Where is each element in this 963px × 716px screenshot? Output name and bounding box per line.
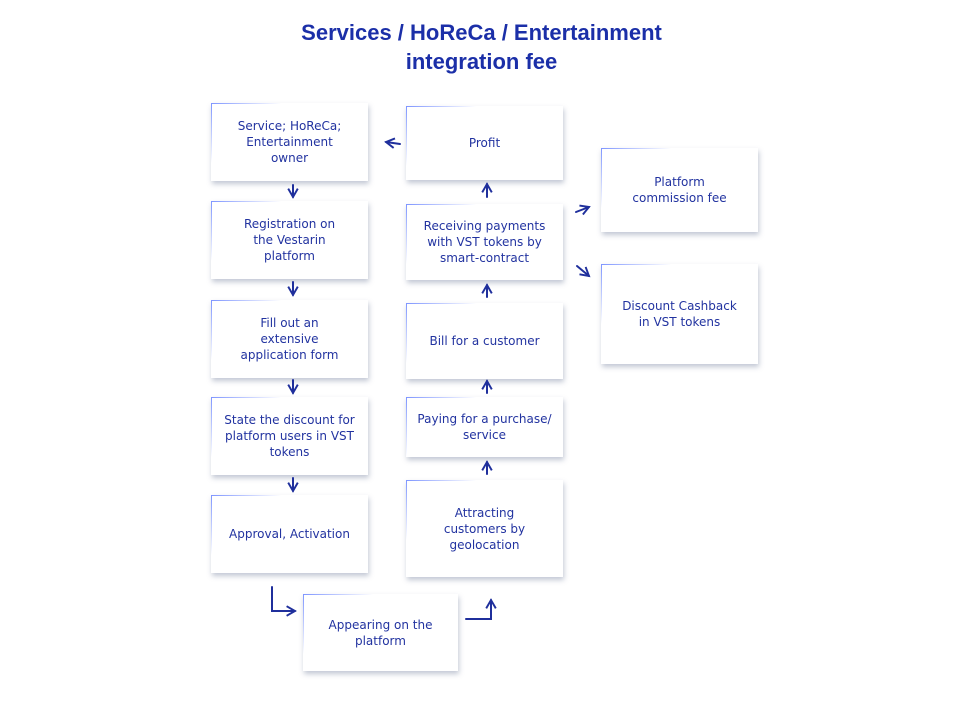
title-line-2: integration fee bbox=[405, 49, 558, 74]
diagram-title: Services / HoReCa / Entertainment integr… bbox=[0, 18, 963, 76]
arrow-appearing-to-attracting bbox=[465, 598, 497, 620]
arrow-receiving-to-cashback bbox=[576, 265, 591, 278]
box-state-discount-label: State the discount for platform users in… bbox=[224, 413, 355, 459]
box-approval: Approval, Activation bbox=[211, 495, 368, 573]
box-owner: Service; HoReCa; Entertainment owner bbox=[211, 103, 368, 181]
box-attracting: Attracting customers by geolocation bbox=[406, 480, 563, 577]
box-paying-label: Paying for a purchase/ service bbox=[417, 412, 552, 442]
box-profit-label: Profit bbox=[468, 136, 501, 150]
box-cashback-label: Discount Cashback in VST tokens bbox=[622, 299, 737, 329]
arrow-receiving-to-commission bbox=[575, 204, 591, 216]
box-approval-label: Approval, Activation bbox=[229, 527, 350, 541]
box-receiving: Receiving payments with VST tokens by sm… bbox=[406, 204, 563, 280]
box-bill: Bill for a customer bbox=[406, 303, 563, 379]
arrow-approval-to-appearing bbox=[271, 586, 297, 617]
box-attracting-label: Attracting customers by geolocation bbox=[443, 505, 526, 552]
box-paying: Paying for a purchase/ service bbox=[406, 397, 563, 457]
box-state-discount: State the discount for platform users in… bbox=[211, 397, 368, 475]
box-commission: Platform commission fee bbox=[601, 148, 758, 232]
box-fill-form: Fill out an extensive application form bbox=[211, 300, 368, 378]
box-bill-label: Bill for a customer bbox=[429, 334, 540, 348]
box-registration-label: Registration on the Vestarin platform bbox=[243, 217, 336, 263]
box-appearing-label: Appearing on the platform bbox=[328, 617, 433, 648]
box-appearing: Appearing on the platform bbox=[303, 594, 458, 671]
box-cashback: Discount Cashback in VST tokens bbox=[601, 264, 758, 364]
title-line-1: Services / HoReCa / Entertainment bbox=[301, 20, 662, 45]
arrow-profit-to-owner bbox=[384, 137, 401, 149]
box-receiving-label: Receiving payments with VST tokens by sm… bbox=[423, 219, 546, 265]
box-fill-form-label: Fill out an extensive application form bbox=[240, 316, 339, 362]
box-profit: Profit bbox=[406, 106, 563, 180]
box-registration: Registration on the Vestarin platform bbox=[211, 201, 368, 279]
box-commission-label: Platform commission fee bbox=[632, 175, 727, 205]
box-owner-label: Service; HoReCa; Entertainment owner bbox=[237, 119, 342, 165]
